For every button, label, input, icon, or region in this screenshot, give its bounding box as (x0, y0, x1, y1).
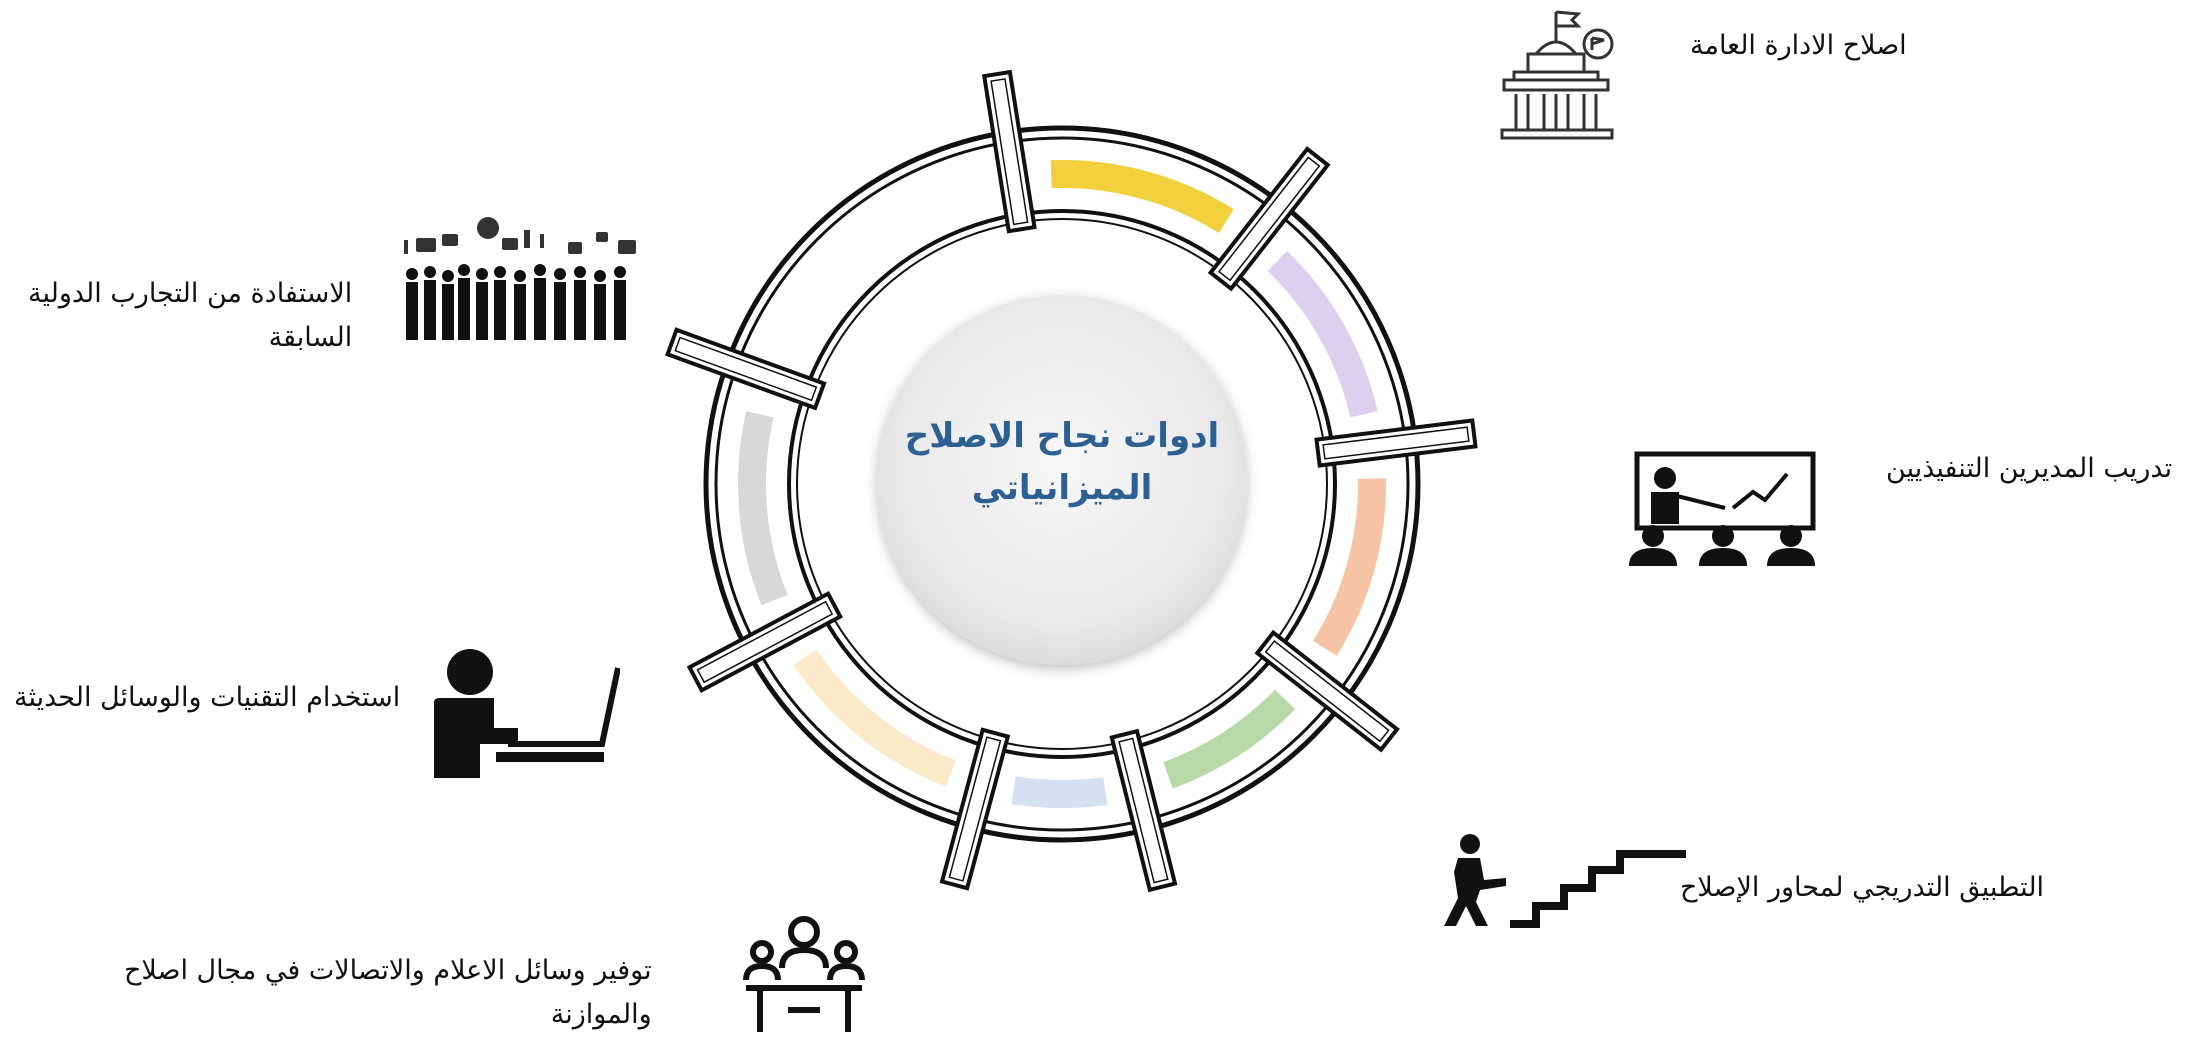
label-public-admin: اصلاح الادارة العامة (1690, 24, 1907, 68)
outer-ring-inner (714, 136, 1410, 832)
outer-ring (703, 125, 1421, 843)
label-training: تدريب المديرين التنفيذيين (1886, 447, 2172, 491)
meeting-people-icon (743, 916, 865, 1032)
label-media: توفير وسائل الاعلام والاتصالات في مجال ا… (124, 949, 652, 1037)
label-gradual-line-1: التطبيق التدريجي لمحاور الإصلاح (1680, 872, 2045, 903)
spoke (1109, 728, 1178, 893)
label-media-line-2: والموازنة (550, 999, 652, 1030)
person-laptop-icon (434, 649, 620, 778)
spoke (1254, 629, 1400, 753)
spoke-bar (1254, 629, 1400, 753)
label-media-line-1: توفير وسائل الاعلام والاتصالات في مجال ا… (124, 955, 652, 986)
inner-ring-inner (796, 218, 1328, 750)
segment-arc (1011, 776, 1108, 808)
segment-arc (738, 411, 788, 606)
label-tech-line-1: استخدام التقنيات والوسائل الحديثة (14, 682, 401, 713)
spoke (686, 590, 844, 694)
label-public-admin-line-1: اصلاح الادارة العامة (1690, 30, 1907, 61)
spoke-bar (1207, 146, 1331, 292)
spoke-bar-inner (696, 600, 834, 684)
center-title-line-1: ادوات نجاح الاصلاح (904, 416, 1220, 456)
spoke (981, 69, 1037, 234)
spoke-bar-inner (1322, 426, 1470, 460)
government-building-icon (1500, 10, 1614, 140)
center-title: ادوات نجاح الاصلاح الميزانياتي (872, 410, 1252, 514)
spoke (1207, 146, 1331, 292)
classroom-presentation-icon (1629, 451, 1816, 566)
segment-arc (1267, 250, 1378, 418)
person-climbing-stairs-icon (1444, 834, 1686, 928)
center-title-line-2: الميزانياتي (971, 468, 1153, 508)
spoke-bar (1109, 728, 1178, 893)
spoke-bar (981, 69, 1037, 234)
spoke-bar (665, 327, 827, 411)
spoke-bar-inner (1118, 737, 1169, 884)
crowd-speech-bubbles-icon (404, 217, 636, 340)
label-training-line-1: تدريب المديرين التنفيذيين (1886, 453, 2173, 484)
spoke-bar (686, 590, 844, 694)
segment-arc (1163, 689, 1296, 789)
label-experience-line-1: الاستفادة من التجارب الدولية (28, 278, 353, 309)
spoke-bar (939, 727, 1011, 891)
spoke-bar-inner (948, 736, 1002, 882)
segment-arcs (738, 160, 1386, 808)
segment-arc (1050, 160, 1234, 234)
spoke (665, 327, 827, 411)
label-experience: الاستفادة من التجارب الدولية السابقة (28, 272, 352, 360)
label-gradual: التطبيق التدريجي لمحاور الإصلاح (1680, 866, 2044, 910)
spoke (1314, 418, 1478, 468)
label-experience-line-2: السابقة (268, 322, 353, 353)
spokes (665, 69, 1478, 893)
segment-arc (793, 649, 957, 787)
spoke-bar-inner (674, 336, 818, 402)
segment-arc (1312, 478, 1386, 656)
spoke-bar-inner (1264, 639, 1390, 743)
spoke (939, 727, 1011, 891)
center-disc (877, 295, 1247, 665)
label-tech: استخدام التقنيات والوسائل الحديثة (14, 676, 400, 720)
inner-ring (787, 209, 1337, 759)
spoke-bar-inner (1217, 156, 1321, 282)
spoke-bar-inner (990, 78, 1029, 226)
